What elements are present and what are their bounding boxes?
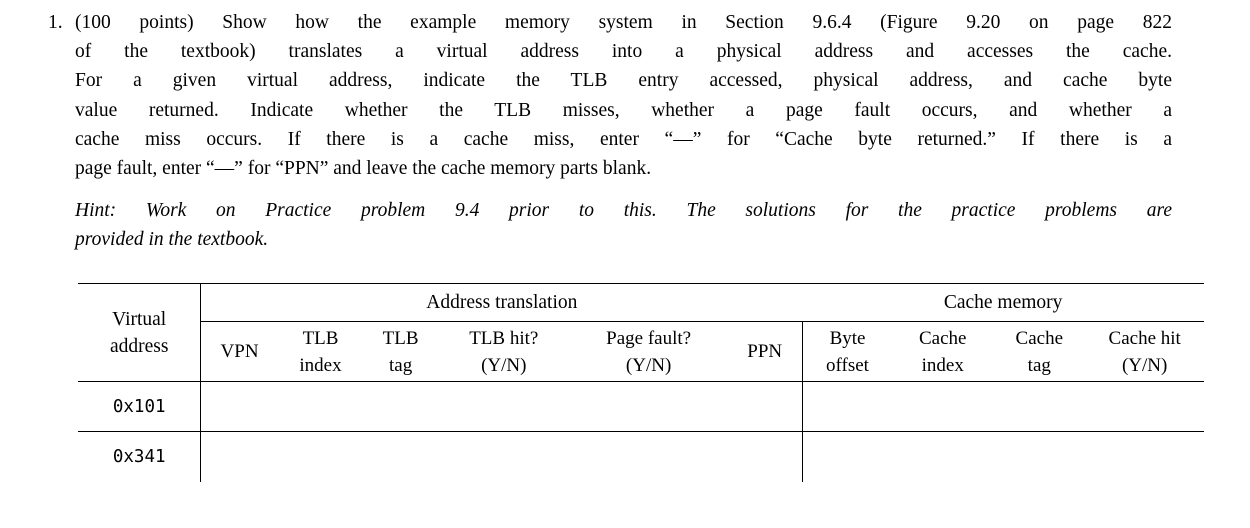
col-header-vpn: VPN	[201, 322, 278, 382]
cell-ppn[interactable]	[727, 381, 803, 432]
cell-tlb-hit[interactable]	[438, 432, 570, 482]
col-header-tlb-index: TLB index	[278, 322, 364, 382]
cell-cache-hit[interactable]	[1085, 382, 1204, 432]
col-header-tlb-hit: TLB hit? (Y/N)	[438, 322, 570, 382]
table-row: 0x101	[78, 381, 1204, 432]
cell-page-fault[interactable]	[570, 382, 728, 432]
col-header-line1: TLB	[302, 327, 339, 349]
col-header-line2: tag	[389, 354, 413, 376]
statement-line: page fault, enter “—” for “PPN” and leav…	[75, 158, 652, 180]
problem-block: 1. (100 points) Show how the example mem…	[48, 8, 1208, 255]
virtual-address-label-line2: address	[109, 335, 169, 357]
hint-line: provided in the textbook.	[75, 229, 269, 251]
col-header-line2: (Y/N)	[625, 354, 672, 376]
group-header-label: Address translation	[426, 291, 578, 313]
col-header-line2: tag	[1027, 354, 1051, 376]
virtual-address-label-line1: Virtual	[112, 308, 167, 330]
problem-hint: Hint: Work on Practice problem 9.4 prior…	[75, 196, 1172, 254]
cell-vpn[interactable]	[201, 432, 278, 482]
col-header-line2: index	[921, 354, 964, 376]
cell-ppn[interactable]	[727, 431, 803, 482]
cell-page-fault[interactable]	[570, 432, 728, 482]
problem-number: 1.	[48, 12, 63, 33]
group-header-address-translation: Address translation	[200, 283, 803, 322]
address-translation-table: Virtual address Address translation Cach…	[78, 283, 1204, 482]
cell-tlb-tag[interactable]	[363, 382, 438, 432]
cell-tlb-tag[interactable]	[363, 432, 438, 482]
cell-virtual-address: 0x101	[78, 381, 202, 432]
col-header-line1: Cache hit	[1108, 327, 1181, 349]
statement-line: For a given virtual address, indicate th…	[75, 70, 1172, 92]
col-header-line2: offset	[826, 354, 869, 376]
cell-cache-tag[interactable]	[993, 432, 1085, 482]
table-row: 0x341	[78, 431, 1204, 482]
cell-cache-index[interactable]	[892, 382, 993, 432]
col-header-line2: (Y/N)	[1121, 354, 1168, 376]
group-header-label: Cache memory	[943, 291, 1063, 313]
col-header-ppn: PPN	[727, 321, 803, 382]
col-header-line1: Cache	[918, 327, 967, 349]
group-header-cache-memory: Cache memory	[802, 283, 1204, 322]
col-header-line1: Cache	[1015, 327, 1064, 349]
col-header-line2: (Y/N)	[481, 354, 527, 376]
cell-tlb-index[interactable]	[278, 432, 364, 482]
col-header-line1: Byte	[829, 327, 866, 349]
col-header-line2: index	[299, 354, 342, 376]
col-header-line1: TLB hit?	[469, 327, 539, 349]
statement-line: cache miss occurs. If there is a cache m…	[75, 128, 1172, 150]
cell-tlb-index[interactable]	[278, 382, 364, 432]
problem-body: (100 points) Show how the example memory…	[75, 8, 1172, 255]
cell-vpn[interactable]	[201, 382, 278, 432]
col-header-line1: PPN	[747, 341, 783, 362]
cell-cache-hit[interactable]	[1085, 432, 1204, 482]
cell-virtual-address: 0x341	[78, 431, 202, 482]
cell-cache-tag[interactable]	[993, 382, 1085, 432]
hint-line: Hint: Work on Practice problem 9.4 prior…	[75, 200, 1172, 222]
col-header-tlb-tag: TLB tag	[363, 322, 438, 382]
statement-line: value returned. Indicate whether the TLB…	[75, 99, 1172, 121]
row-header-virtual-address: Virtual address	[78, 283, 202, 382]
col-header-cache-index: Cache index	[892, 322, 993, 382]
cell-cache-index[interactable]	[892, 432, 993, 482]
cell-byte-offset[interactable]	[802, 432, 892, 482]
col-header-line1: VPN	[220, 341, 259, 362]
cell-tlb-hit[interactable]	[438, 382, 570, 432]
col-header-cache-hit: Cache hit (Y/N)	[1085, 322, 1204, 382]
translation-table-wrapper: Virtual address Address translation Cach…	[78, 283, 1204, 482]
problem-statement: (100 points) Show how the example memory…	[75, 8, 1172, 183]
col-header-byte-offset: Byte offset	[802, 322, 892, 382]
col-header-page-fault: Page fault? (Y/N)	[570, 322, 728, 382]
col-header-line1: TLB	[382, 327, 419, 349]
col-header-cache-tag: Cache tag	[993, 322, 1085, 382]
statement-line: (100 points) Show how the example memory…	[75, 12, 1172, 33]
table-sub-header-row: VPN TLB index TLB tag TLB hit? (Y/N) Pag…	[78, 321, 1204, 382]
col-header-line1: Page fault?	[606, 327, 692, 349]
statement-line: of the textbook) translates a virtual ad…	[75, 41, 1172, 63]
table-group-header-row: Virtual address Address translation Cach…	[78, 283, 1204, 382]
cell-byte-offset[interactable]	[802, 382, 892, 432]
